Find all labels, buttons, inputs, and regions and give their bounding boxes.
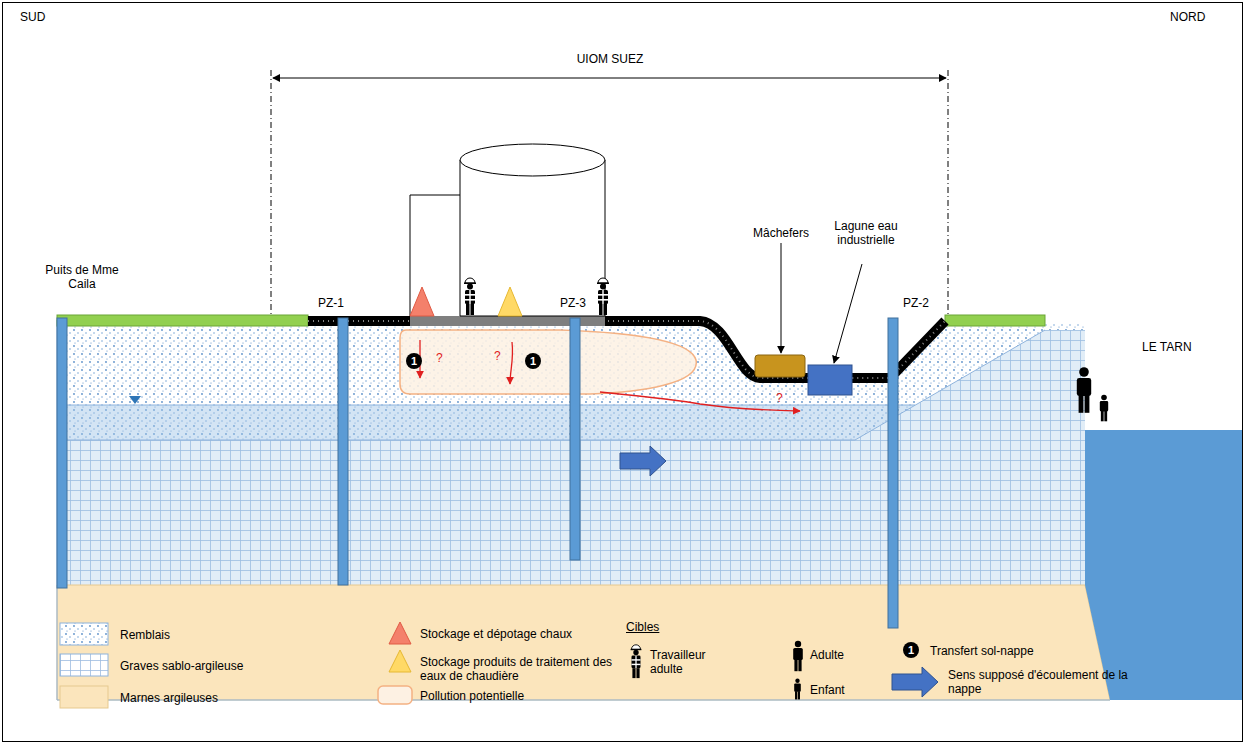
legend-text: Sens supposé d'écoulement de la nappe [948, 668, 1128, 696]
legend-text: Travailleur adulte [650, 648, 712, 676]
site-label: PZ-1 [318, 296, 344, 310]
site-label: Puits de Mme Caila [44, 263, 120, 291]
question-mark: ? [494, 349, 501, 363]
site-label: Lagune eau industrielle [829, 219, 903, 247]
legend-text: Pollution potentielle [420, 689, 524, 703]
legend-text: Enfant [810, 683, 845, 697]
legend-text: Graves sablo-argileuse [120, 659, 243, 673]
legend-text: Remblais [120, 628, 170, 642]
site-label: SUD [20, 10, 45, 24]
site-label: UIOM SUEZ [577, 52, 644, 66]
callout-number: 1 [411, 355, 417, 367]
question-mark: ? [436, 351, 443, 365]
legend-text: Transfert sol-nappe [930, 644, 1034, 658]
legend-text: Marnes argileuses [120, 691, 218, 705]
legend-text: Stockage et dépotage chaux [420, 627, 572, 641]
callout-number: 1 [530, 355, 536, 367]
remblais-swatch [60, 623, 108, 645]
callout-number: 1 [908, 644, 914, 656]
site-label: Cibles [626, 620, 659, 634]
site-label: PZ-3 [560, 296, 586, 310]
site-label: LE TARN [1142, 340, 1192, 354]
legend-text: Adulte [810, 648, 844, 662]
question-mark: ? [776, 391, 783, 405]
graves-swatch [60, 654, 108, 676]
site-label: Mâchefers [753, 226, 809, 240]
legend-text: Stockage produits de traitement des eaux… [420, 655, 630, 683]
site-label: PZ-2 [903, 296, 929, 310]
site-label: NORD [1170, 10, 1205, 24]
marnes-swatch [60, 686, 108, 708]
